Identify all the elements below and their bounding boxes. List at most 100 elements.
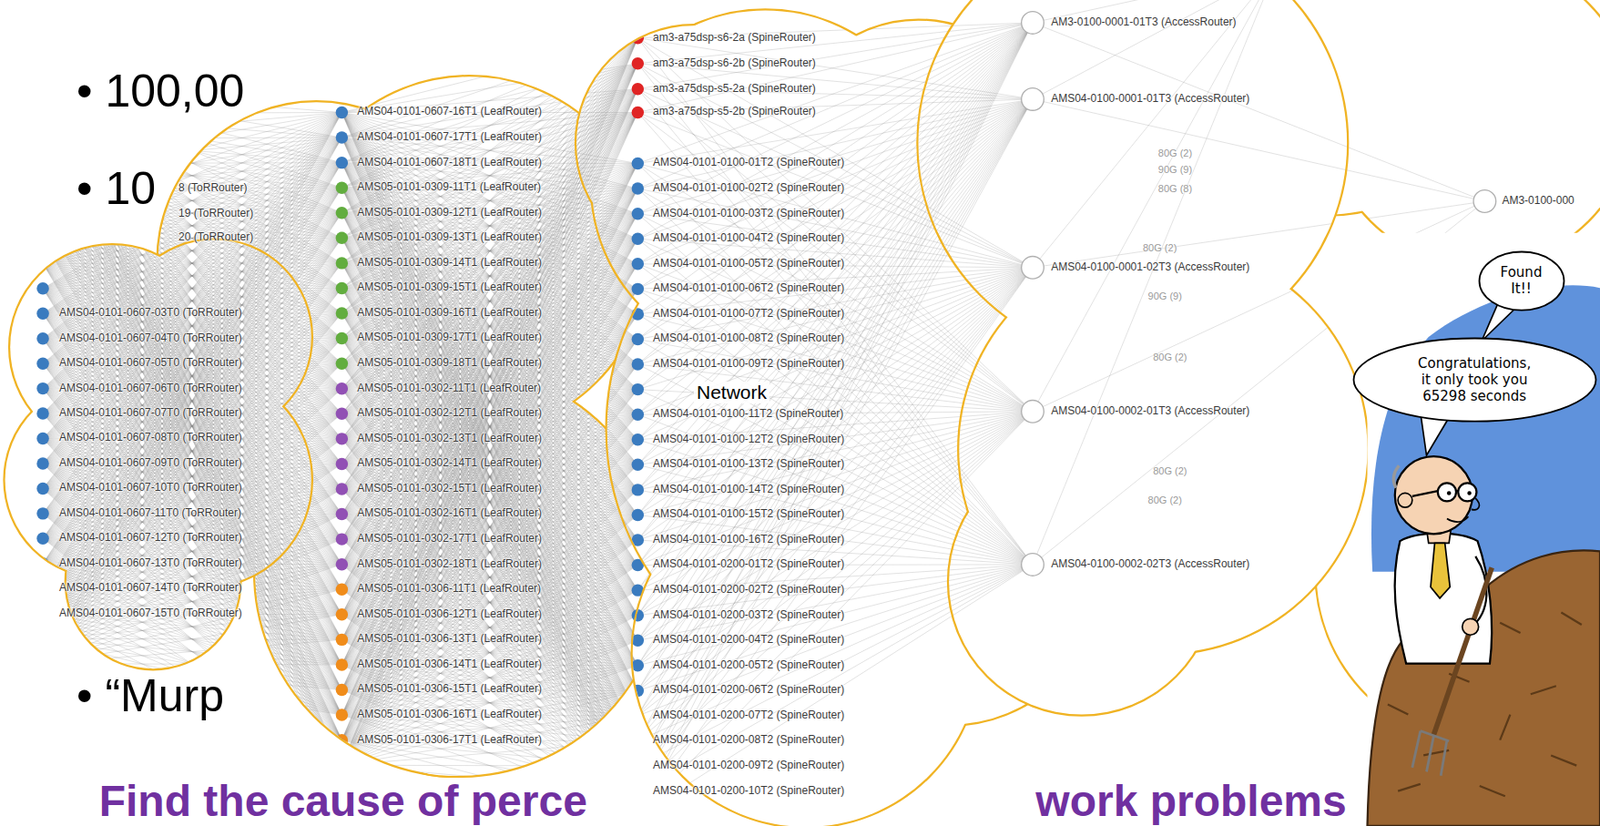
router-label: AMS04-0101-0100-01T2 (SpineRouter) [652,156,845,170]
router-label: AMS04-0100-0002-01T3 (AccessRouter) [1050,405,1250,418]
router-label: AMS04-0100-0002-02T3 (AccessRouter) [1050,558,1250,571]
router-label: am3-a75dsp-s6-2b (SpineRouter) [652,57,816,71]
cloud-fill [1326,0,1600,266]
router-label: AMS04-0101-0607-12T0 (ToRRouter) [59,531,243,545]
heading-text: work problems [1035,775,1346,826]
router-label: AMS04-0101-0607-14T0 (ToRRouter) [59,581,243,595]
router-label: AMS05-0101-0302-16T1 (LeafRouter) [356,507,542,520]
router-label: AMS04-0101-0100-15T2 (SpineRouter) [652,508,845,521]
router-label: AMS05-0101-0306-15T1 (LeafRouter) [356,682,542,696]
nose [1471,498,1480,510]
router-label: AMS04-0101-0100-04T2 (SpineRouter) [652,232,845,245]
router-label: AMS05-0101-0302-11T1 (LeafRouter) [356,382,541,396]
router-label: AMS05-0101-0302-18T1 (LeafRouter) [356,558,542,571]
bubble-text: Congratulations, it only took you 65298 … [1414,355,1535,405]
router-label: AMS05-0101-0306-12T1 (LeafRouter) [356,608,542,622]
router-dots [36,0,1496,823]
router-label: AMS04-0101-0200-01T2 (SpineRouter) [652,558,845,571]
router-label: AMS04-0101-0100-05T2 (SpineRouter) [652,257,845,271]
router-label: AMS05-0101-0309-16T1 (LeafRouter) [356,306,542,320]
router-label: AMS04-0101-0607-04T0 (ToRRouter) [59,332,243,346]
hand [1462,618,1479,635]
router-label: AMS04-0101-0200-08T2 (SpineRouter) [652,733,845,747]
router-label: AMS04-0101-0607-17T1 (LeafRouter) [356,131,542,144]
router-label: AMS05-0101-0306-16T1 (LeafRouter) [356,708,542,722]
shirt [1395,533,1493,664]
router-label: AMS04-0101-0200-09T2 (SpineRouter) [652,759,845,773]
router-label: am3-a75dsp-s6-2a (SpineRouter) [652,31,816,45]
cloud-group [5,0,1600,826]
router-label: AMS04-0101-0100-13T2 (SpineRouter) [652,458,845,471]
cloud-outline [948,448,1214,714]
cloud-label: Network [693,381,770,404]
router-label: AMS04-0101-0607-06T0 (ToRRouter) [59,382,243,396]
bubble-outline [1478,251,1564,310]
router-label: AMS05-0101-0302-17T1 (LeafRouter) [356,532,542,546]
eye [1467,490,1471,495]
router-label: AMS04-0101-0100-09T2 (SpineRouter) [652,357,845,371]
router-label: AMS05-0101-0306-17T1 (LeafRouter) [356,733,542,747]
router-label: AMS04-0101-0607-13T0 (ToRRouter) [59,557,243,571]
eye [1447,490,1451,495]
network-cloud: Network [571,10,1103,816]
router-label: AMS04-0101-0100-03T2 (SpineRouter) [652,207,845,221]
router-label: AMS05-0101-0306-13T1 (LeafRouter) [356,632,542,646]
router-label: AMS05-0101-0309-18T1 (LeafRouter) [356,356,542,370]
cloud-outline [1326,0,1600,266]
glasses [1437,482,1457,501]
sky [1371,285,1600,571]
speech-bubble: Congratulations, it only took you 65298 … [1352,336,1598,423]
router-label: AMS04-0101-0607-11T0 (ToRRouter) [59,507,242,520]
router-label: AMS05-0101-0309-11T1 (LeafRouter) [356,181,541,194]
heading-text: Find the cause of perce [99,775,588,826]
router-label: AMS04-0100-0001-01T3 (AccessRouter) [1050,92,1250,106]
bubble-text: Found It!! [1496,264,1548,297]
router-label: AMS05-0101-0309-17T1 (LeafRouter) [356,331,542,345]
router-label: AMS05-0101-0309-15T1 (LeafRouter) [356,281,542,295]
link-lines [42,0,1485,816]
pitchfork-handle [1433,567,1492,735]
router-label: AMS05-0101-0309-13T1 (LeafRouter) [356,231,542,245]
router-label: AMS04-0101-0607-16T1 (LeafRouter) [356,105,542,119]
router-label: AMS04-0100-0001-02T3 (AccessRouter) [1050,261,1250,275]
bullet-text: • “Murp [76,670,225,724]
router-label: AMS05-0101-0302-15T1 (LeafRouter) [356,482,542,496]
link-label: 80G (2) [1152,465,1187,478]
router-label: 20 (ToRRouter) [178,231,254,245]
cloud-fill [917,0,1367,715]
glasses-frame [1412,490,1458,497]
router-label: AMS04-0101-0607-09T0 (ToRRouter) [59,457,243,470]
router-label: AMS04-0101-0200-10T2 (SpineRouter) [652,784,845,798]
router-label: AMS04-0101-0100-06T2 (SpineRouter) [652,282,845,296]
router-label: AMS05-0101-0309-12T1 (LeafRouter) [356,206,542,220]
router-label: AMS05-0101-0302-13T1 (LeafRouter) [356,432,542,446]
tie [1430,542,1450,599]
router-label: AMS04-0101-0200-06T2 (SpineRouter) [652,683,845,697]
router-label: AMS04-0101-0607-10T0 (ToRRouter) [59,481,243,495]
router-label: AMS04-0101-0607-07T0 (ToRRouter) [59,407,243,420]
router-label: AMS04-0101-0607-08T0 (ToRRouter) [59,431,243,445]
bubble-outline [1353,337,1596,421]
router-label: AMS04-0101-0200-07T2 (SpineRouter) [652,709,845,723]
ear [1397,492,1413,508]
router-label: am3-a75dsp-s5-2a (SpineRouter) [652,82,816,96]
cloud-outline [917,0,1367,715]
router-label: AMS04-0101-0607-18T1 (LeafRouter) [356,156,542,170]
router-label: AMS04-0101-0100-07T2 (SpineRouter) [652,307,845,321]
router-label: AM3-0100-000 [1501,194,1574,208]
router-label: AMS04-0101-0100-16T2 (SpineRouter) [652,533,845,547]
router-label: AMS04-0101-0607-05T0 (ToRRouter) [59,356,243,370]
cartoon-ground [1367,233,1600,826]
router-label: AMS05-0101-0302-14T1 (LeafRouter) [356,457,542,470]
link-label: 80G (8) [1158,183,1193,195]
bullet-text: • 10 [76,163,156,216]
mouth [1447,516,1469,522]
router-label: AMS04-0101-0100-08T2 (SpineRouter) [652,332,845,346]
link-label: 90G (9) [1158,163,1193,176]
link-label: 90G (9) [1148,290,1183,303]
router-label: AM3-0100-0001-01T3 (AccessRouter) [1050,16,1236,30]
glasses [1457,482,1477,501]
router-label: AMS05-0101-0306-14T1 (LeafRouter) [356,658,542,672]
router-label: AMS04-0101-0100-14T2 (SpineRouter) [652,483,845,497]
